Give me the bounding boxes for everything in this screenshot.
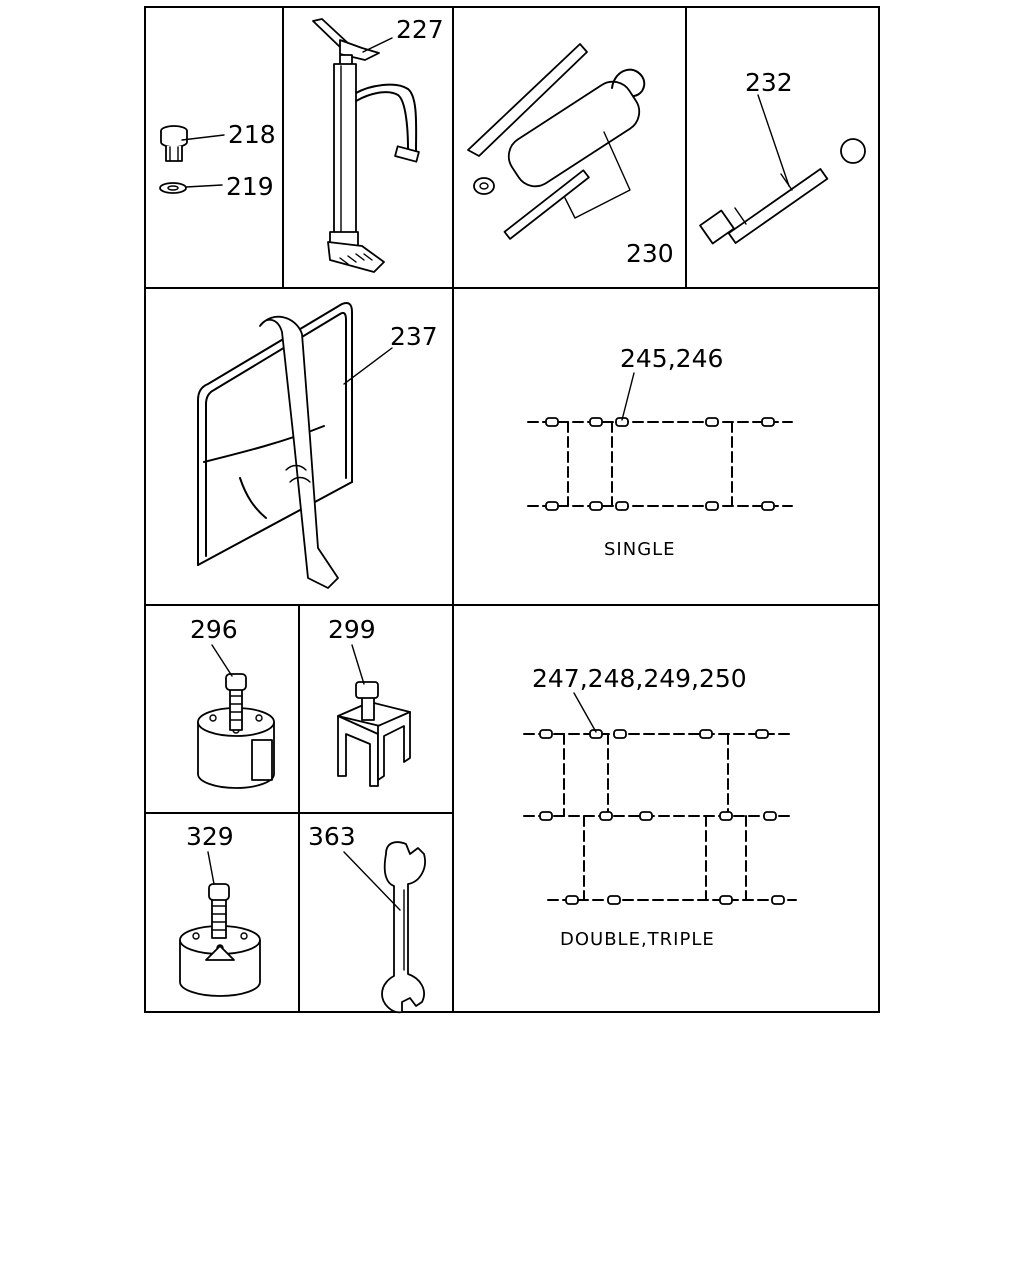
- label-232: 232: [745, 68, 793, 97]
- label-299: 299: [328, 615, 376, 644]
- panel-grid: [144, 6, 880, 1013]
- leader-237: [343, 347, 393, 385]
- label-363: 363: [308, 822, 356, 851]
- leader-245-246: [621, 372, 635, 421]
- label-227: 227: [396, 15, 444, 44]
- leader-329: [207, 851, 215, 885]
- label-296: 296: [190, 615, 238, 644]
- leader-247-250: [573, 692, 597, 733]
- air-pump-drawing: [312, 18, 420, 273]
- label-219: 219: [226, 172, 274, 201]
- washer-drawing: [159, 182, 187, 194]
- leader-218: [181, 134, 225, 141]
- lever-cell: 232: [699, 68, 866, 245]
- puller-329-drawing: [179, 883, 261, 997]
- cap-screw-drawing: [160, 125, 188, 162]
- tool-bag-cell: 237: [197, 302, 438, 589]
- wrench-drawing: [381, 841, 426, 1014]
- puller-296-drawing: [197, 673, 275, 789]
- puller-296-cell: 296: [190, 615, 275, 789]
- label-237: 237: [390, 322, 438, 351]
- grease-gun-cell: 230: [467, 43, 674, 268]
- label-329: 329: [186, 822, 234, 851]
- leader-296: [211, 644, 233, 677]
- leader-232: [757, 94, 790, 187]
- caption-single: SINGLE: [604, 539, 676, 560]
- puller-329-cell: 329: [179, 822, 261, 997]
- chain-single-drawing: [527, 417, 793, 511]
- caption-double-triple: DOUBLE,TRIPLE: [560, 929, 715, 950]
- puller-299-drawing: [337, 681, 411, 787]
- wrench-cell: 363: [308, 822, 426, 1014]
- leader-299: [351, 644, 365, 685]
- chain-double-cell: 247,248,249,250 DOUBLE,TRIPLE: [523, 664, 797, 950]
- leader-227: [362, 37, 393, 53]
- chain-single-cell: 245,246 SINGLE: [527, 344, 793, 560]
- grease-gun-drawing: [467, 43, 646, 240]
- puller-299-cell: 299: [328, 615, 411, 787]
- label-245-246: 245,246: [620, 344, 723, 373]
- label-247-250: 247,248,249,250: [532, 664, 747, 693]
- tool-bag-drawing: [197, 302, 353, 589]
- leader-363: [343, 851, 401, 911]
- lever-drawing: [699, 138, 866, 245]
- label-218: 218: [228, 120, 276, 149]
- label-230: 230: [626, 239, 674, 268]
- leader-219: [185, 184, 223, 188]
- cap-screw-cell: 218 219: [159, 120, 276, 201]
- air-pump-cell: 227: [312, 15, 444, 273]
- chain-double-drawing: [523, 729, 797, 905]
- leader-230: [564, 131, 631, 219]
